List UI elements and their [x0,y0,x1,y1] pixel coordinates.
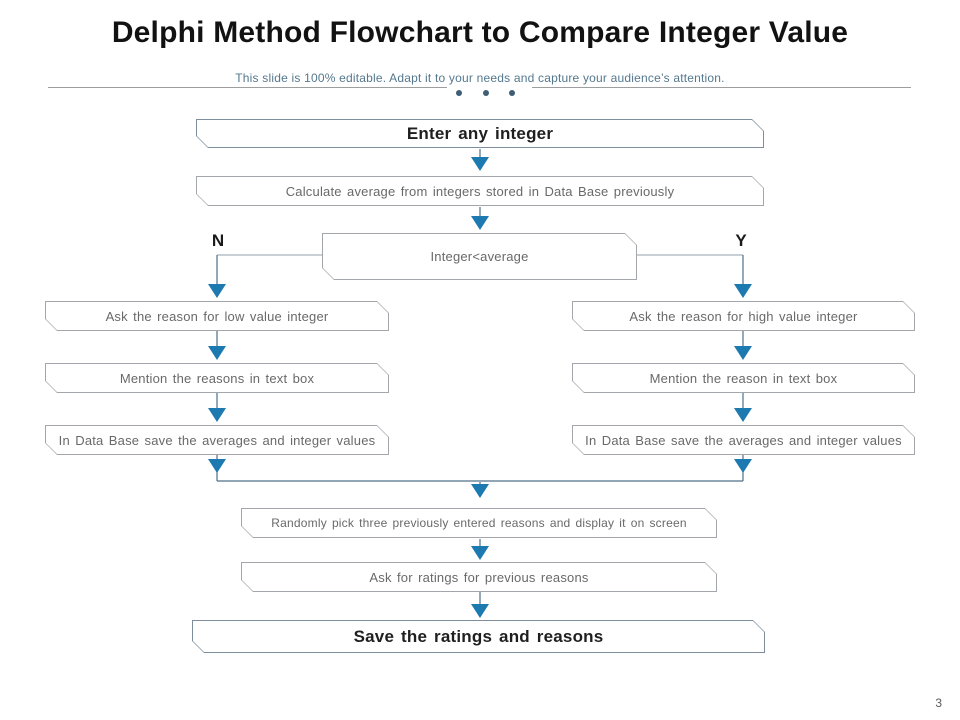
node-label: Save the ratings and reasons [353,626,604,646]
node-label: Enter any integer [406,123,554,143]
node-fill [242,509,716,537]
node-fill [573,426,914,454]
node-fill [573,302,914,330]
node-label: In Data Base save the averages and integ… [58,432,376,448]
arrow-down-icon [208,284,226,298]
arrow-down-icon [734,346,752,360]
node-save-db-left: In Data Base save the averages and integ… [45,425,389,455]
node-fill [46,426,388,454]
editable-note: This slide is 100% editable. Adapt it to… [235,71,725,85]
arrow-down-icon [734,459,752,473]
node-label: Randomly pick three previously entered r… [271,516,687,530]
arrow-down-icon [471,604,489,618]
dot-icon [509,90,515,96]
node-fill [573,364,914,392]
arrow-down-icon [471,157,489,171]
node-fill [197,177,763,205]
dot-icon [483,90,489,96]
arrow-down-icon [208,408,226,422]
divider-line-left [48,87,447,88]
node-random-pick: Randomly pick three previously entered r… [241,508,717,538]
node-save-ratings: Save the ratings and reasons [192,620,765,653]
arrow-down-icon [471,484,489,498]
node-mention-reasons-left: Mention the reasons in text box [45,363,389,393]
node-ask-high-reason: Ask the reason for high value integer [572,301,915,331]
node-label: Mention the reason in text box [649,370,838,386]
arrow-down-icon [208,346,226,360]
arrow-down-icon [734,408,752,422]
arrow-down-icon [471,216,489,230]
node-fill [242,563,716,591]
node-fill [197,120,763,147]
arrow-down-icon [208,459,226,473]
node-mention-reason-right: Mention the reason in text box [572,363,915,393]
page-number: 3 [935,696,942,710]
dot-icon [456,90,462,96]
node-fill [46,302,388,330]
node-label: Ask the reason for high value integer [629,308,858,324]
slide-title: Delphi Method Flowchart to Compare Integ… [111,16,849,49]
divider-line-right [532,87,911,88]
node-calculate-average: Calculate average from integers stored i… [196,176,764,206]
node-enter-integer: Enter any integer [196,119,764,148]
node-decision-integer-average: Integer<average [322,233,637,280]
node-label: Ask the reason for low value integer [105,308,329,324]
node-label: Calculate average from integers stored i… [285,183,675,199]
arrow-down-icon [734,284,752,298]
node-save-db-right: In Data Base save the averages and integ… [572,425,915,455]
node-fill [193,621,764,652]
node-fill [323,234,636,279]
node-fill [46,364,388,392]
node-ask-low-reason: Ask the reason for low value integer [45,301,389,331]
node-ask-ratings: Ask for ratings for previous reasons [241,562,717,592]
arrow-down-icon [471,546,489,560]
branch-label-yes: Y [735,231,747,250]
node-label: In Data Base save the averages and integ… [585,432,902,448]
branch-label-no: N [211,231,225,250]
node-label: Mention the reasons in text box [119,370,315,386]
arrowheads [208,157,752,618]
node-label: Ask for ratings for previous reasons [369,569,589,585]
node-label: Integer<average [430,249,529,264]
